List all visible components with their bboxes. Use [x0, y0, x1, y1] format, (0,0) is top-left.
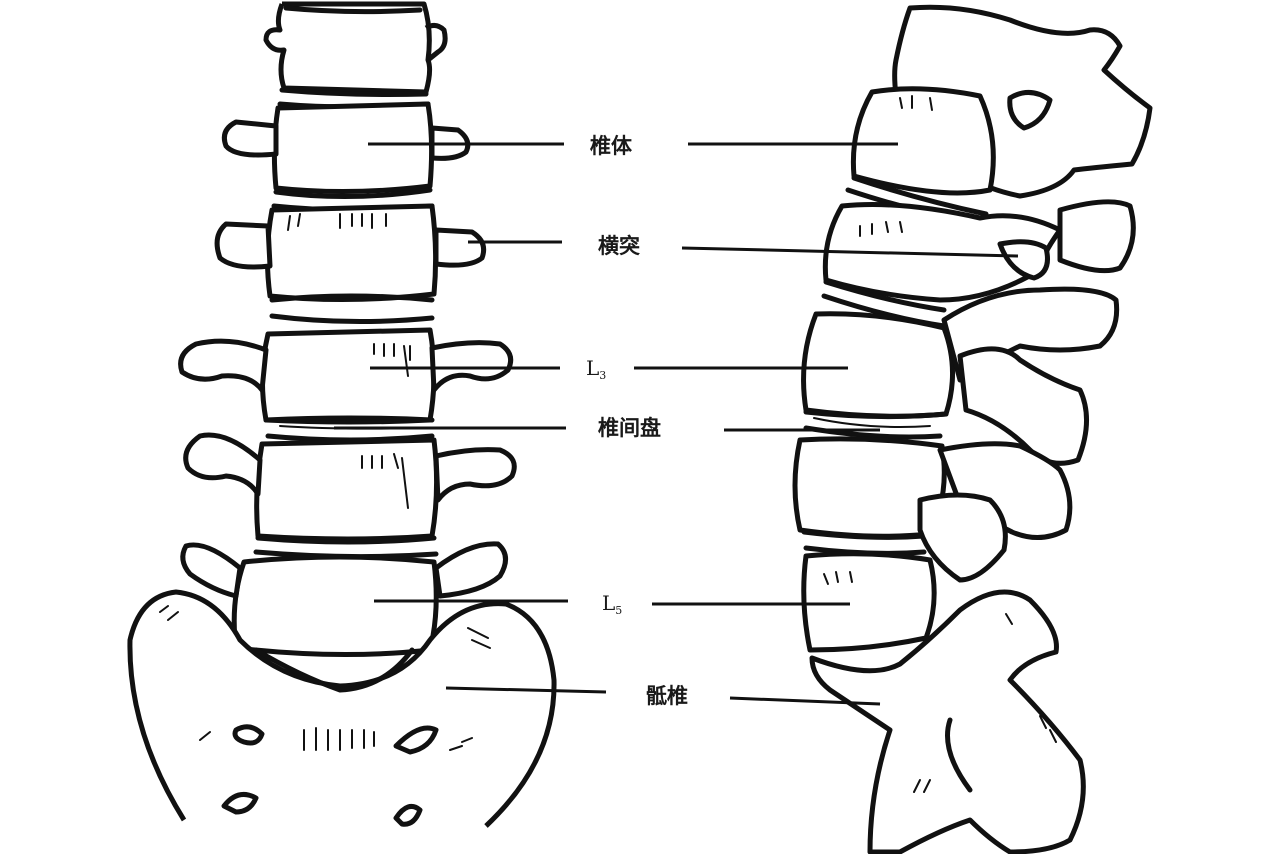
front-vertebra-1	[271, 101, 435, 195]
label-l3-subscript: 3	[599, 369, 607, 382]
label-transverse-process: 横突	[598, 234, 640, 258]
label-l3: L3	[586, 356, 606, 388]
front-vertebra-top	[263, 1, 448, 95]
side-view	[792, 4, 1153, 854]
leader-transverse-right	[681, 246, 1019, 258]
label-intervertebral-disc: 椎间盘	[598, 416, 661, 440]
leader-lines	[334, 142, 1019, 706]
label-sacrum: 骶椎	[646, 684, 688, 708]
label-l5-letter: L	[602, 591, 616, 615]
side-vertebra-1	[850, 86, 996, 196]
front-disc-l4-l5	[253, 535, 439, 560]
front-view	[127, 1, 557, 828]
front-vertebra-l4	[254, 437, 440, 542]
label-l3-letter: L	[586, 356, 600, 380]
leader-sacrum-left	[445, 686, 607, 694]
front-sacrum	[127, 589, 557, 828]
label-l5: L5	[602, 591, 622, 623]
label-vertebral-body: 椎体	[590, 134, 632, 158]
front-disc-3	[269, 293, 435, 325]
side-vertebra-l3	[801, 311, 955, 419]
front-vertebra-l5	[231, 554, 439, 658]
label-l5-subscript: 5	[615, 604, 623, 617]
side-vertebra-l5	[801, 551, 937, 653]
leader-sacrum-right	[729, 696, 881, 706]
